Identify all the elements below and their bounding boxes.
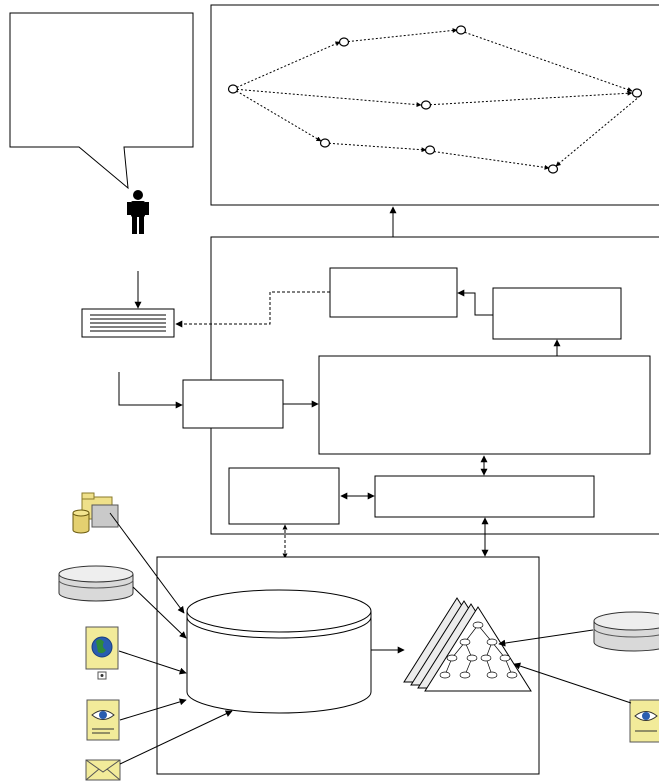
tree-document-stack-icon <box>403 597 532 692</box>
database-cylinder <box>186 589 372 714</box>
lower-middle-box <box>374 475 595 518</box>
arrow-doc-to-tree <box>513 662 632 704</box>
connector-output-to-document <box>175 291 330 328</box>
document-list-icon <box>81 308 175 338</box>
arrow-globe-to-db <box>118 650 187 675</box>
system-panel <box>182 236 659 535</box>
eye-document-icon <box>86 699 120 741</box>
upper-right-box <box>492 287 622 340</box>
workflow-panel <box>210 4 659 206</box>
database-disk-icon <box>593 611 659 652</box>
arrow-disk-to-db <box>132 586 187 639</box>
repository-panel <box>156 556 540 775</box>
arrow-mail-to-db <box>119 710 233 765</box>
arrow-folder-to-db <box>109 512 185 614</box>
connector-right-to-output <box>457 289 493 316</box>
speech-bubble <box>9 12 194 190</box>
folder-database-icon <box>72 492 119 534</box>
database-disk-icon <box>58 565 134 602</box>
workflow-nodes <box>227 25 643 174</box>
arrow-disk-to-tree <box>498 629 594 647</box>
eye-document-icon <box>629 699 659 743</box>
main-processing-box <box>318 355 651 455</box>
person-icon <box>127 190 149 234</box>
arrow-eye-to-db <box>119 698 187 721</box>
mail-envelope-icon <box>85 759 121 781</box>
lower-left-box <box>228 467 340 525</box>
workflow-edges <box>232 27 641 170</box>
globe-document-icon <box>85 626 119 680</box>
arrow-to-input-box <box>118 372 183 409</box>
output-box <box>329 267 458 318</box>
input-box <box>182 379 284 429</box>
